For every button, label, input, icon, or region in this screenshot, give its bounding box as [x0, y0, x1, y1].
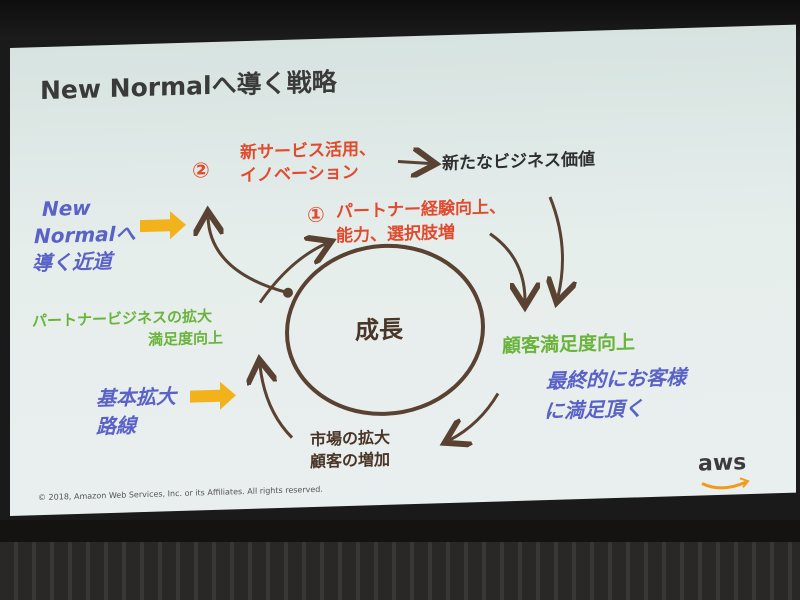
arrow-to-step1 — [258, 244, 326, 304]
step1-number: ① — [307, 202, 325, 228]
yellow-arrow-newnormal — [140, 211, 186, 240]
market-line2: 顧客の増加 — [310, 449, 391, 472]
partner-business-line2: 満足度向上 — [148, 328, 224, 349]
customer-satisfaction-label: 顧客満足度向上 — [502, 331, 636, 358]
newnormal-shortcut-line3: 導く近道 — [32, 248, 112, 276]
yellow-arrow-base — [190, 381, 236, 410]
newnormal-shortcut-line2: Normalへ — [34, 221, 136, 249]
final-goal-line2: に満足頂く — [544, 396, 644, 424]
newnormal-shortcut-line1: New — [42, 195, 91, 222]
arrow-to-market — [450, 392, 500, 440]
aws-logo: aws — [698, 450, 747, 477]
step2-line1: 新サービス活用、 — [240, 139, 376, 164]
base-expansion-line2: 路線 — [96, 413, 136, 439]
step1-line2: 能力、選択肢増 — [336, 222, 455, 247]
step2-line2: イノベーション — [240, 162, 359, 187]
arrow-step1-down — [489, 232, 525, 302]
growth-label: 成長 — [355, 315, 403, 345]
final-goal-line1: 最終的にお客様 — [546, 364, 686, 394]
base-expansion-line1: 基本拡大 — [96, 384, 176, 411]
market-line1: 市場の拡大 — [310, 427, 391, 450]
arrow-newvalue-down — [550, 196, 563, 297]
presentation-slide: New Normalへ導く戦略 ② 新サービス活用、 イノベーション 新 — [10, 24, 796, 517]
arrow-to-step2 — [208, 215, 289, 295]
step2-number: ② — [192, 158, 210, 183]
aws-swoosh — [701, 480, 747, 490]
arrow-to-partner — [260, 365, 294, 439]
room-background-bottom — [0, 520, 800, 600]
growth-circle — [285, 243, 485, 416]
cycle-diagram — [140, 25, 750, 490]
arrow-to-new-value — [397, 161, 430, 165]
